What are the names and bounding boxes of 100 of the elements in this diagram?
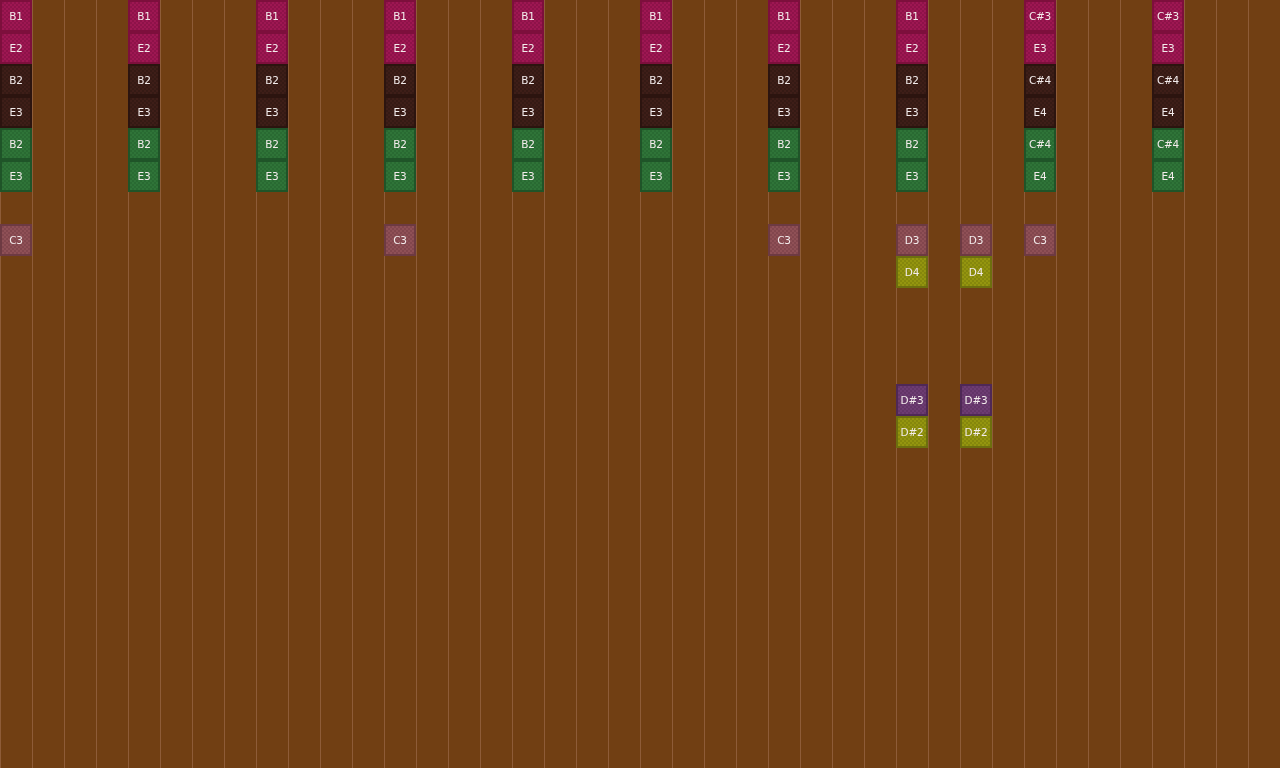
note-block	[384, 224, 416, 256]
note-label: D#3	[900, 394, 924, 406]
note-block	[256, 128, 288, 160]
note-block	[896, 96, 928, 128]
note-block	[768, 0, 800, 32]
note-label: C#4	[1028, 138, 1052, 150]
note-block	[896, 128, 928, 160]
note-label: B2	[777, 74, 791, 86]
note-label: C3	[393, 234, 407, 246]
note-label: D#3	[964, 394, 988, 406]
note-block	[768, 64, 800, 96]
note-label: B2	[649, 138, 663, 150]
note-block	[256, 0, 288, 32]
note-block	[768, 96, 800, 128]
note-block	[960, 384, 992, 416]
note-label: E3	[137, 106, 151, 118]
note-block	[640, 0, 672, 32]
note-block	[896, 416, 928, 448]
note-label: B1	[649, 10, 663, 22]
note-label: E3	[137, 170, 151, 182]
note-label: C#4	[1156, 74, 1180, 86]
note-label: B2	[9, 74, 23, 86]
note-block	[1024, 128, 1056, 160]
note-block	[960, 416, 992, 448]
note-block	[960, 224, 992, 256]
note-label: B2	[905, 74, 919, 86]
note-block	[896, 224, 928, 256]
note-label: D#2	[900, 426, 924, 438]
note-label: E2	[649, 42, 663, 54]
note-label: E3	[393, 170, 407, 182]
note-label: B1	[393, 10, 407, 22]
note-block	[0, 64, 32, 96]
note-label: B2	[393, 138, 407, 150]
note-label: B2	[393, 74, 407, 86]
note-label: C3	[777, 234, 791, 246]
note-block	[896, 256, 928, 288]
note-label: E3	[9, 170, 23, 182]
note-label: B1	[521, 10, 535, 22]
note-label: B1	[905, 10, 919, 22]
note-block	[1152, 128, 1184, 160]
note-block	[512, 160, 544, 192]
note-block	[128, 32, 160, 64]
note-label: C#4	[1028, 74, 1052, 86]
note-block	[768, 128, 800, 160]
note-block	[256, 32, 288, 64]
note-block	[896, 64, 928, 96]
note-label: B1	[9, 10, 23, 22]
note-block	[1024, 96, 1056, 128]
note-label: B2	[9, 138, 23, 150]
note-label: E4	[1033, 170, 1047, 182]
note-block	[1152, 96, 1184, 128]
note-label: D4	[904, 266, 920, 278]
note-label: E3	[521, 170, 535, 182]
note-label: E2	[521, 42, 535, 54]
note-block	[0, 32, 32, 64]
note-label: B2	[649, 74, 663, 86]
note-label: E3	[649, 106, 663, 118]
note-block	[128, 0, 160, 32]
note-label: B2	[265, 138, 279, 150]
note-label: C#3	[1028, 10, 1052, 22]
note-label: E3	[777, 170, 791, 182]
note-label: B2	[777, 138, 791, 150]
note-block	[512, 128, 544, 160]
note-block	[896, 0, 928, 32]
note-block	[1152, 0, 1184, 32]
note-block	[1024, 160, 1056, 192]
note-block	[1024, 0, 1056, 32]
note-label: E3	[905, 170, 919, 182]
note-block	[1152, 160, 1184, 192]
note-block	[384, 96, 416, 128]
note-label: B2	[905, 138, 919, 150]
note-label: C#3	[1156, 10, 1180, 22]
note-block	[512, 0, 544, 32]
note-label: D4	[968, 266, 984, 278]
note-label: E3	[1033, 42, 1047, 54]
note-label: E3	[649, 170, 663, 182]
note-block	[640, 96, 672, 128]
note-block	[1152, 64, 1184, 96]
note-label: E3	[265, 106, 279, 118]
note-block	[640, 64, 672, 96]
note-label: B1	[265, 10, 279, 22]
note-label: E4	[1033, 106, 1047, 118]
note-label: B2	[521, 138, 535, 150]
note-label: E2	[265, 42, 279, 54]
note-label: E2	[137, 42, 151, 54]
note-block	[960, 256, 992, 288]
note-label: B1	[777, 10, 791, 22]
note-label: E2	[777, 42, 791, 54]
note-block	[384, 160, 416, 192]
note-block	[256, 160, 288, 192]
note-label: B1	[137, 10, 151, 22]
note-block	[512, 32, 544, 64]
note-label: D#2	[964, 426, 988, 438]
note-label: E4	[1161, 170, 1175, 182]
note-block	[768, 32, 800, 64]
note-label: E2	[393, 42, 407, 54]
note-block	[896, 160, 928, 192]
note-block	[384, 0, 416, 32]
note-label: E3	[1161, 42, 1175, 54]
note-block	[768, 160, 800, 192]
